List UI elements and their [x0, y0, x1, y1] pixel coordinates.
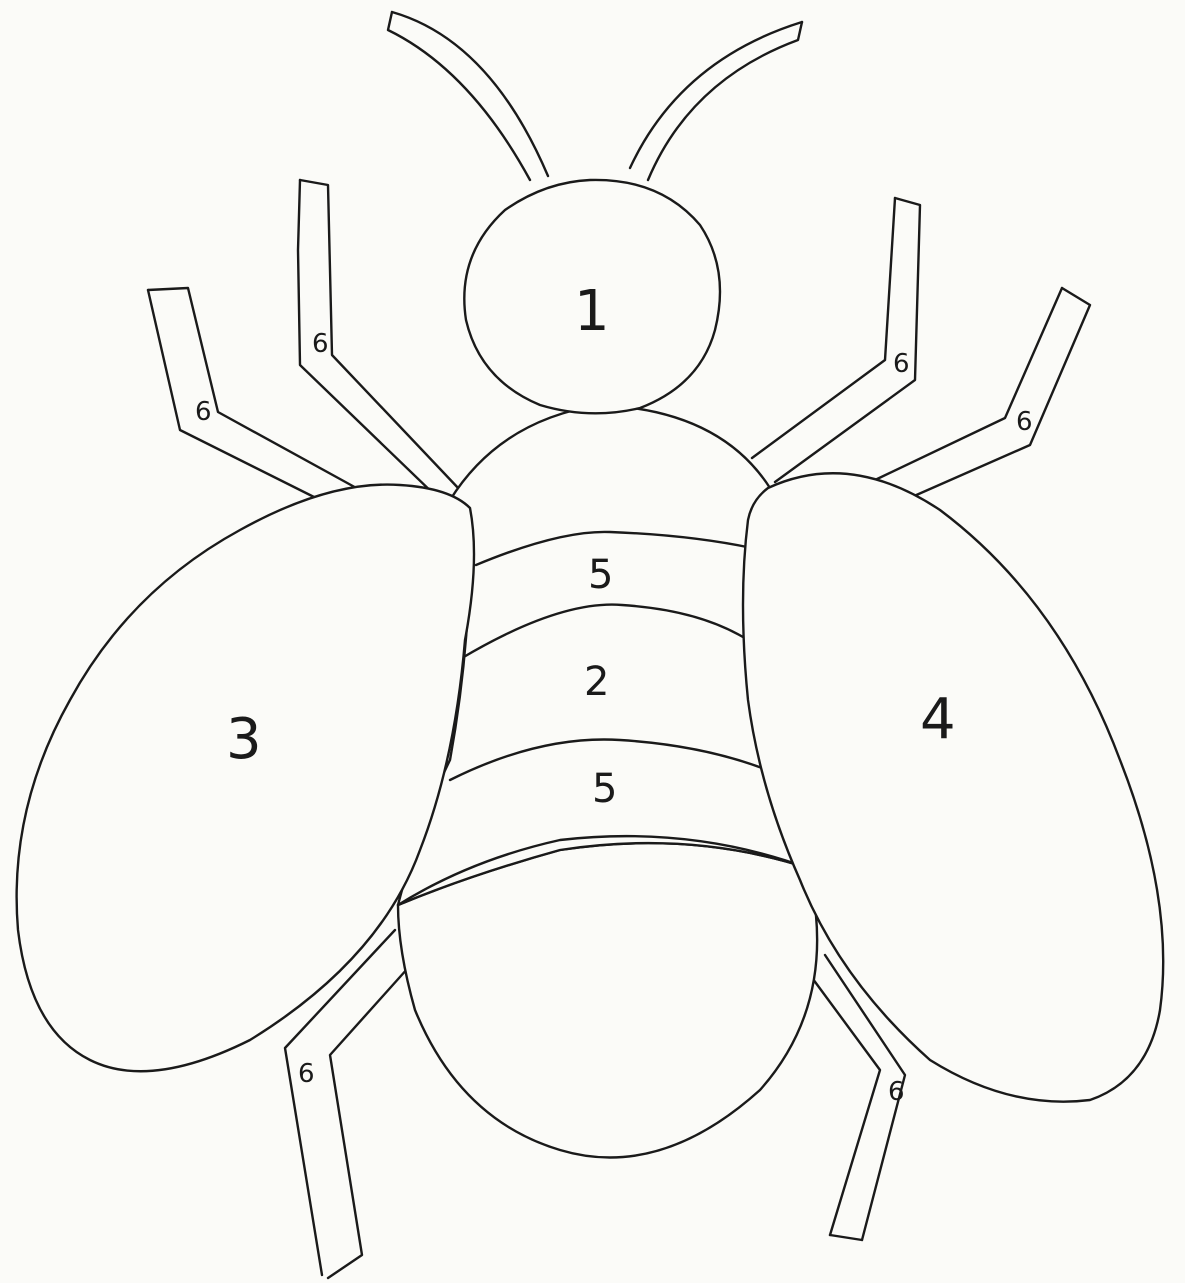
- leg-mid-right: [875, 288, 1090, 500]
- antenna-left: [388, 12, 548, 180]
- label-leg-front-right: 6: [893, 349, 910, 379]
- leg-mid-left: [148, 288, 360, 500]
- label-leg-mid-right: 6: [1016, 407, 1033, 437]
- leg-front-right: [752, 198, 920, 482]
- label-abdomen-middle: 2: [584, 659, 609, 705]
- label-right-wing: 4: [920, 687, 956, 752]
- abdomen-lower: [398, 843, 817, 1157]
- label-stripe-lower: 5: [592, 766, 617, 812]
- label-leg-front-left: 6: [312, 329, 329, 359]
- label-stripe-upper: 5: [588, 552, 613, 598]
- label-leg-mid-left: 6: [195, 397, 212, 427]
- label-leg-back-right: 6: [888, 1077, 905, 1107]
- antenna-right: [630, 22, 802, 180]
- label-leg-back-left: 6: [298, 1059, 315, 1089]
- wing-left: [17, 485, 474, 1072]
- label-head: 1: [574, 279, 610, 344]
- label-left-wing: 3: [226, 707, 262, 772]
